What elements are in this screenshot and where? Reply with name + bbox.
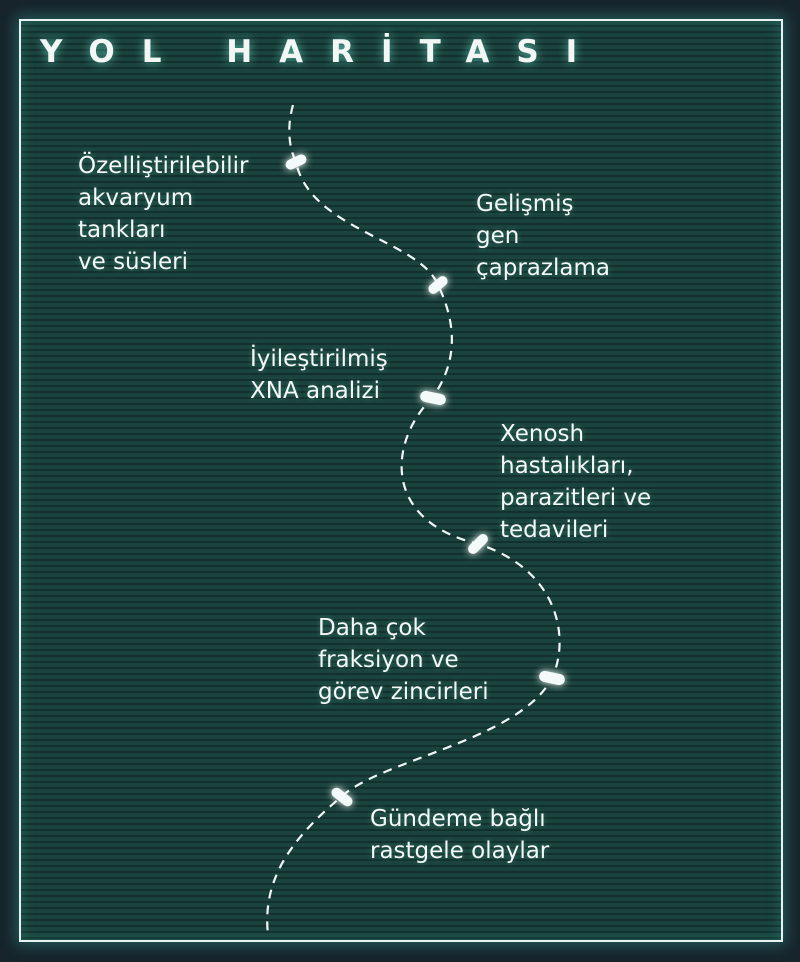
roadmap-dashed-path <box>266 104 561 936</box>
milestone-marker <box>428 276 448 294</box>
milestone-marker <box>420 390 446 406</box>
milestone-marker <box>285 154 307 170</box>
roadmap-frame <box>19 19 783 942</box>
milestone-marker <box>468 534 488 554</box>
page-title: YOL HARİTASI <box>40 34 605 70</box>
milestone-marker <box>539 670 565 686</box>
milestone-marker <box>331 787 353 807</box>
